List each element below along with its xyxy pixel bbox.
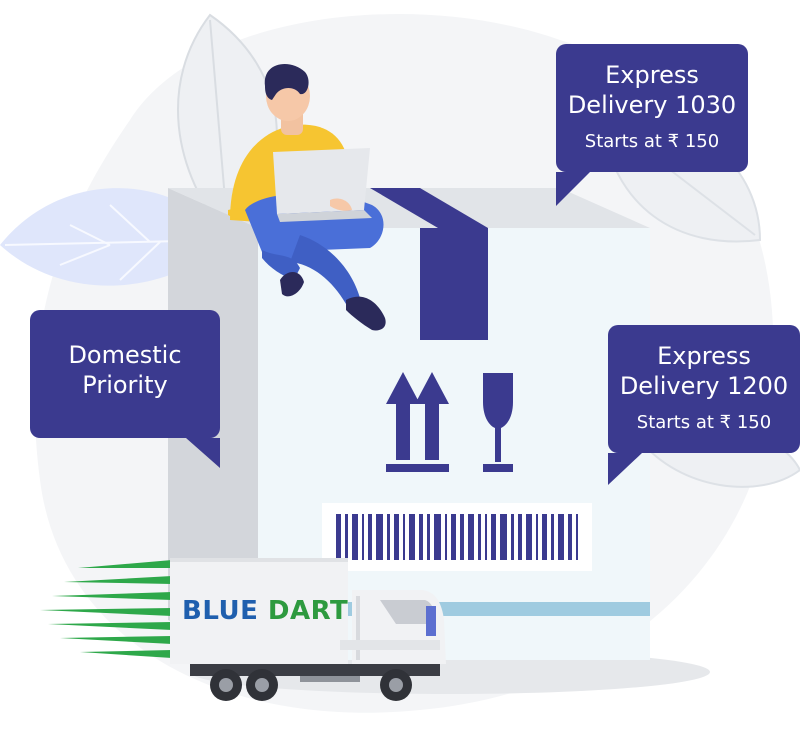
barcode-bar xyxy=(491,514,496,560)
barcode-bar xyxy=(445,514,447,560)
barcode-bar xyxy=(558,514,564,560)
barcode-bar xyxy=(336,514,341,560)
barcode-bar xyxy=(511,514,514,560)
express-1200-price: Starts at ₹ 150 xyxy=(636,412,772,433)
barcode-bar xyxy=(368,514,372,560)
domestic-line2: Priority xyxy=(82,371,168,399)
barcode-bar xyxy=(551,514,554,560)
fragile-glass-icon xyxy=(483,373,513,472)
barcode-bar xyxy=(403,514,405,560)
express-1030-price: Starts at ₹ 150 xyxy=(584,131,720,152)
delivery-truck xyxy=(170,558,446,701)
express-1200-line2: Delivery 1200 xyxy=(619,372,789,400)
express-1030-line2: Delivery 1030 xyxy=(567,91,737,119)
barcode-bar xyxy=(460,514,464,560)
barcode-bar xyxy=(376,514,383,560)
barcode-bar xyxy=(387,514,390,560)
barcode-bar xyxy=(451,514,456,560)
barcode-bar xyxy=(536,514,538,560)
truck-brand-logo: BLUE DART xyxy=(182,596,348,626)
express-delivery-1200-card[interactable]: Express Delivery 1200 Starts at ₹ 150 xyxy=(608,325,800,485)
barcode-bar xyxy=(576,514,578,560)
express-delivery-1030-card[interactable]: Express Delivery 1030 Starts at ₹ 150 xyxy=(556,44,748,206)
truck-speed-lines xyxy=(40,560,172,658)
domestic-line1: Domestic xyxy=(68,341,182,369)
barcode-bar xyxy=(468,514,474,560)
barcode-bar xyxy=(394,514,399,560)
domestic-priority-card[interactable]: Domestic Priority xyxy=(30,310,220,468)
barcode-bar xyxy=(419,514,423,560)
barcode-bar xyxy=(409,514,415,560)
person-with-laptop xyxy=(228,63,386,331)
barcode-bar xyxy=(500,514,507,560)
barcode-bar xyxy=(362,514,364,560)
express-1030-line1: Express xyxy=(605,61,699,89)
barcode-bar xyxy=(434,514,441,560)
barcode-bar xyxy=(485,514,487,560)
brand-word-dart: DART xyxy=(267,596,349,626)
barcode-bar xyxy=(478,514,481,560)
barcode-bar xyxy=(345,514,348,560)
this-way-up-arrows-icon xyxy=(386,372,449,472)
brand-word-blue: BLUE xyxy=(182,596,259,626)
express-1200-line1: Express xyxy=(657,342,751,370)
barcode-bar xyxy=(542,514,547,560)
barcode-bar xyxy=(568,514,572,560)
barcode-bar xyxy=(518,514,522,560)
barcode-bar xyxy=(526,514,532,560)
barcode-bar xyxy=(352,514,358,560)
barcode-icon xyxy=(322,503,592,571)
barcode-bar xyxy=(427,514,430,560)
